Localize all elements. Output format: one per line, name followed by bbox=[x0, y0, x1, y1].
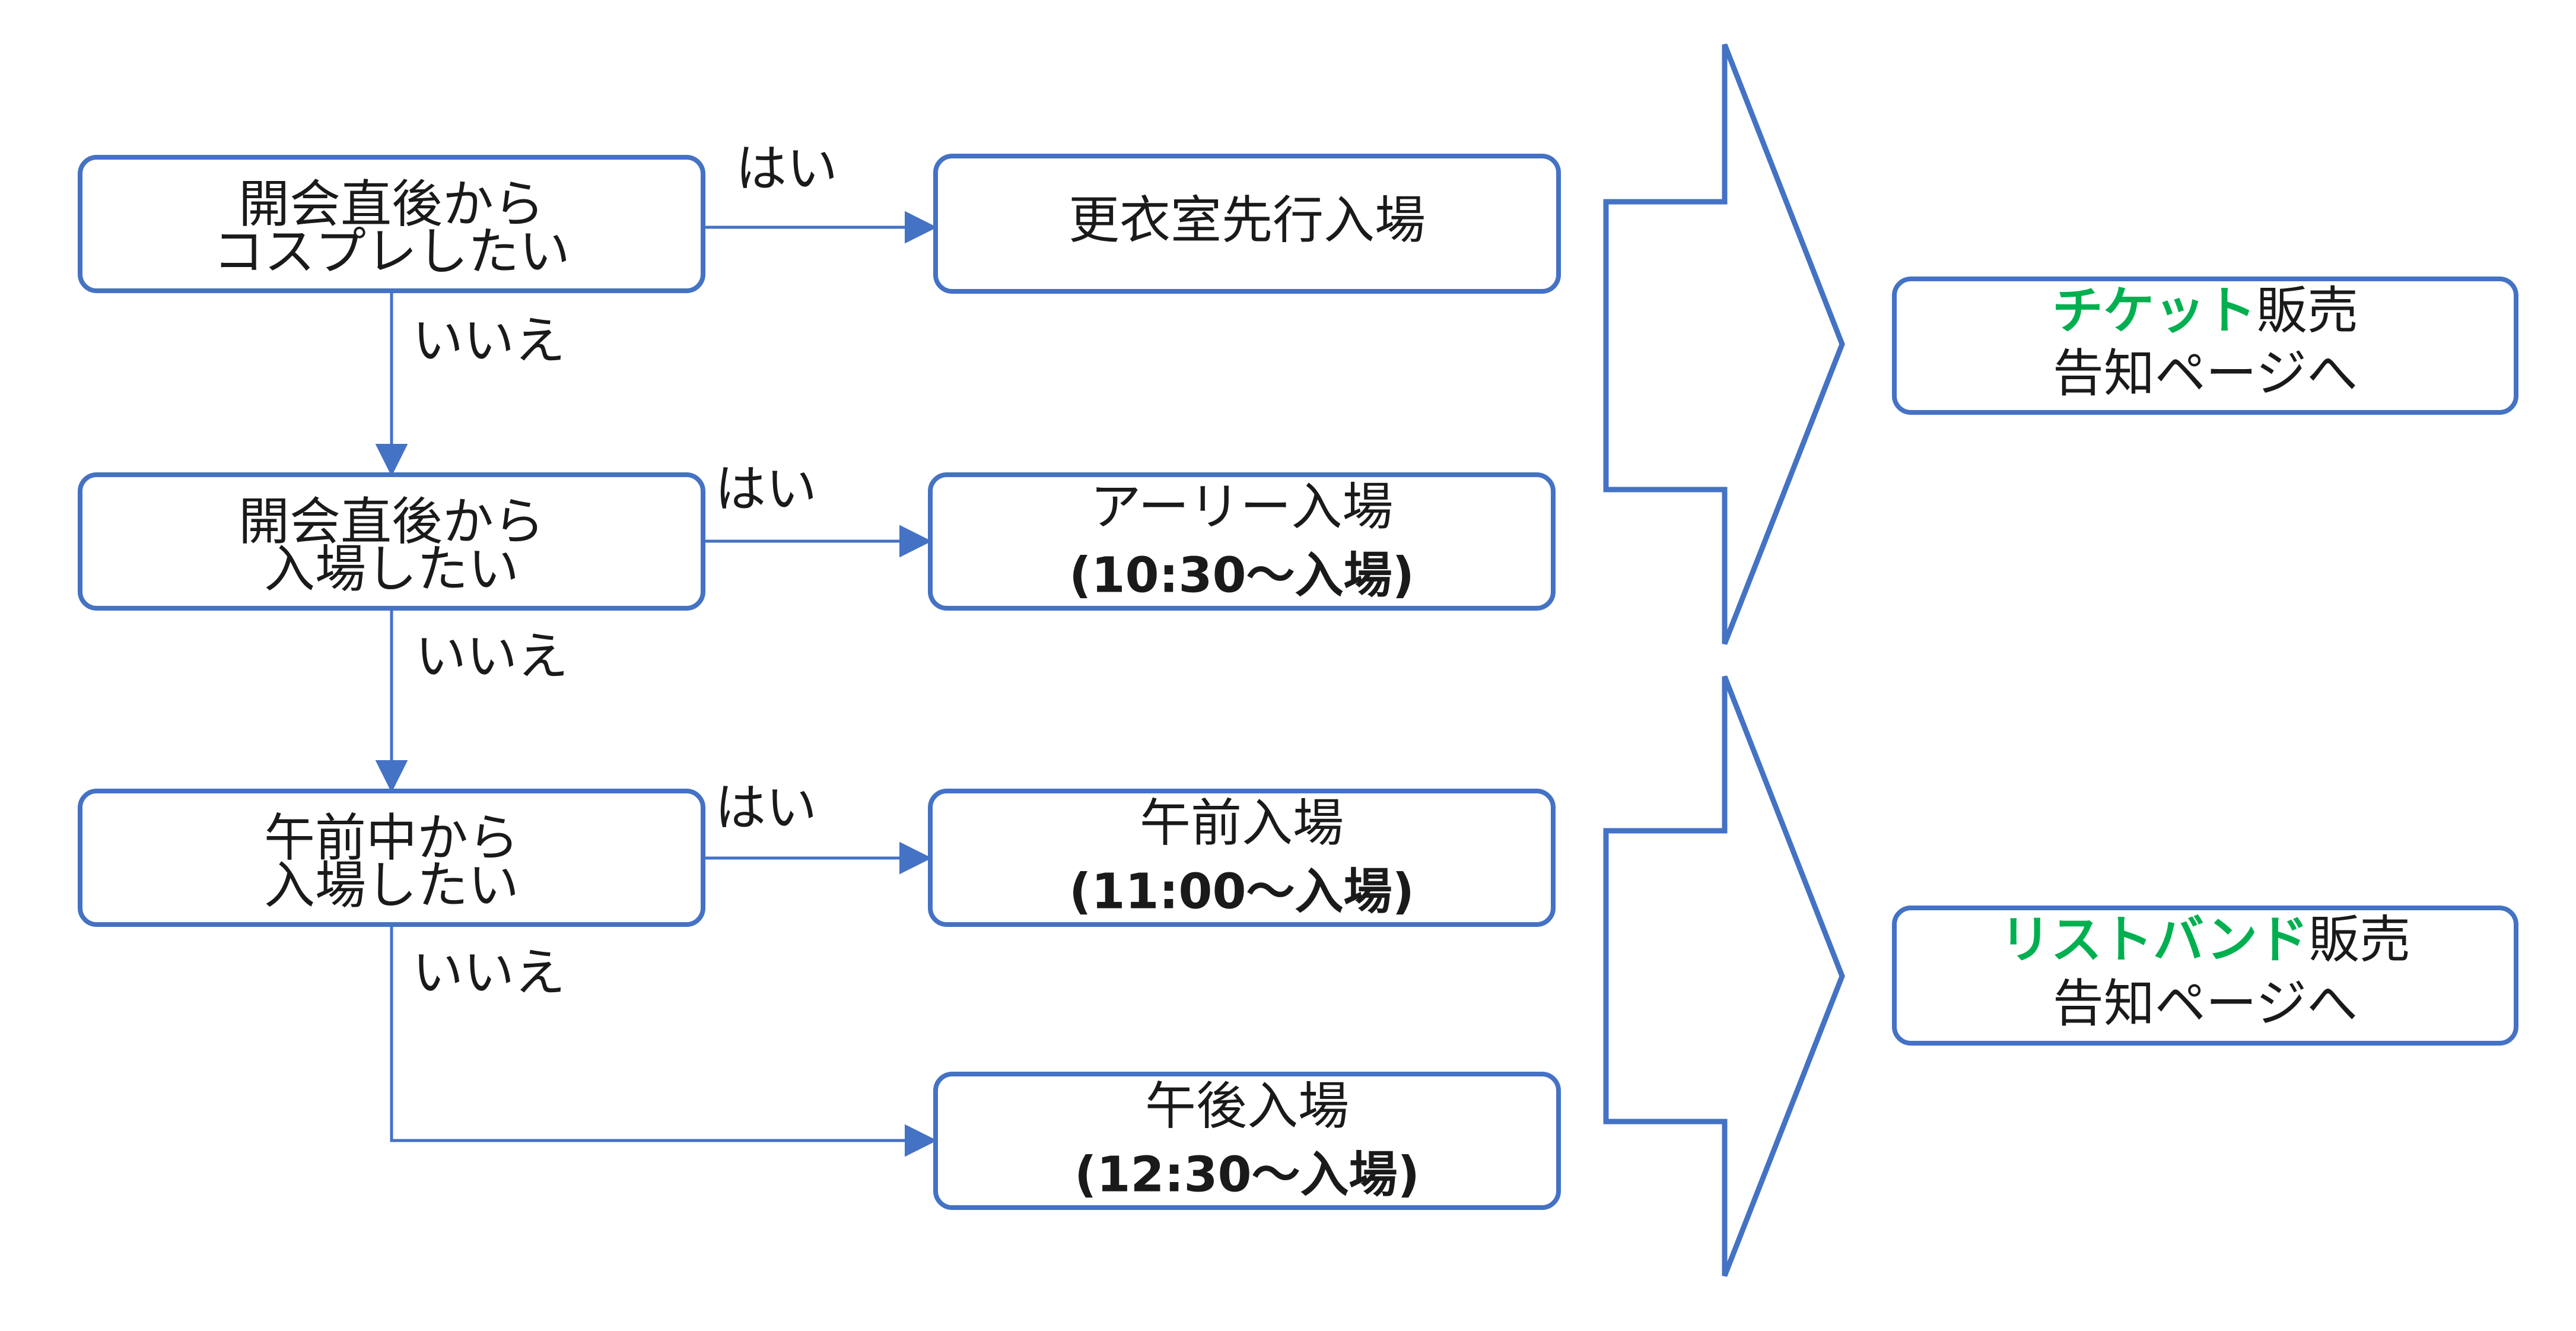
result-4-line2: (12:30～入場) bbox=[1074, 1146, 1420, 1203]
destination-node-wristband[interactable]: リストバンド販売 告知ページへ bbox=[1892, 906, 2518, 1046]
destination-ticket-highlight: チケット bbox=[2052, 281, 2256, 341]
result-2-line1: アーリー入場 bbox=[1090, 477, 1394, 536]
question-2-line2: 入場したい bbox=[264, 539, 519, 599]
destination-wristband-line2: 告知ページへ bbox=[2053, 974, 2358, 1033]
question-2-line1: 開会直後から bbox=[238, 492, 545, 551]
result-3-line1: 午前入場 bbox=[1140, 793, 1344, 853]
destination-node-ticket[interactable]: チケット販売 告知ページへ bbox=[1892, 277, 2518, 415]
result-1-line1: 更衣室先行入場 bbox=[1068, 190, 1426, 250]
result-4-line1: 午後入場 bbox=[1145, 1076, 1349, 1136]
result-2-line2: (10:30～入場) bbox=[1069, 547, 1414, 603]
destination-wristband-line1: リストバンド販売 bbox=[2000, 910, 2410, 970]
destination-ticket-line2: 告知ページへ bbox=[2053, 344, 2358, 403]
no-label-3: いいえ bbox=[412, 943, 565, 1002]
block-arrow-ticket bbox=[1603, 43, 1845, 645]
yes-label-3: はい bbox=[715, 778, 817, 837]
result-node-4: 午後入場 (12:30～入場) bbox=[933, 1072, 1561, 1210]
result-3-line2: (11:00～入場) bbox=[1069, 863, 1414, 920]
question-1-line1: 開会直後から bbox=[238, 174, 545, 234]
question-node-3: 午前中から 入場したい bbox=[78, 789, 705, 927]
destination-ticket-suffix: 販売 bbox=[2256, 281, 2358, 341]
question-1-line2: コスプレしたい bbox=[213, 222, 570, 281]
destination-wristband-suffix: 販売 bbox=[2308, 910, 2410, 970]
destination-ticket-line1: チケット販売 bbox=[2052, 281, 2358, 341]
question-3-line2: 入場したい bbox=[264, 856, 519, 915]
no-label-2: いいえ bbox=[415, 627, 568, 686]
result-node-3: 午前入場 (11:00～入場) bbox=[928, 789, 1556, 927]
yes-label-2: はい bbox=[715, 459, 817, 519]
no-label-1: いいえ bbox=[412, 311, 565, 370]
question-node-2: 開会直後から 入場したい bbox=[78, 472, 705, 611]
question-3-line1: 午前中から bbox=[264, 808, 519, 868]
block-arrow-wristband bbox=[1603, 675, 1845, 1277]
yes-label-1: はい bbox=[736, 139, 838, 198]
result-node-1: 更衣室先行入場 bbox=[933, 154, 1561, 294]
destination-wristband-highlight: リストバンド bbox=[2000, 910, 2308, 970]
result-node-2: アーリー入場 (10:30～入場) bbox=[928, 472, 1556, 611]
question-node-1: 開会直後から コスプレしたい bbox=[78, 155, 705, 293]
no-connector-3 bbox=[390, 925, 937, 1157]
